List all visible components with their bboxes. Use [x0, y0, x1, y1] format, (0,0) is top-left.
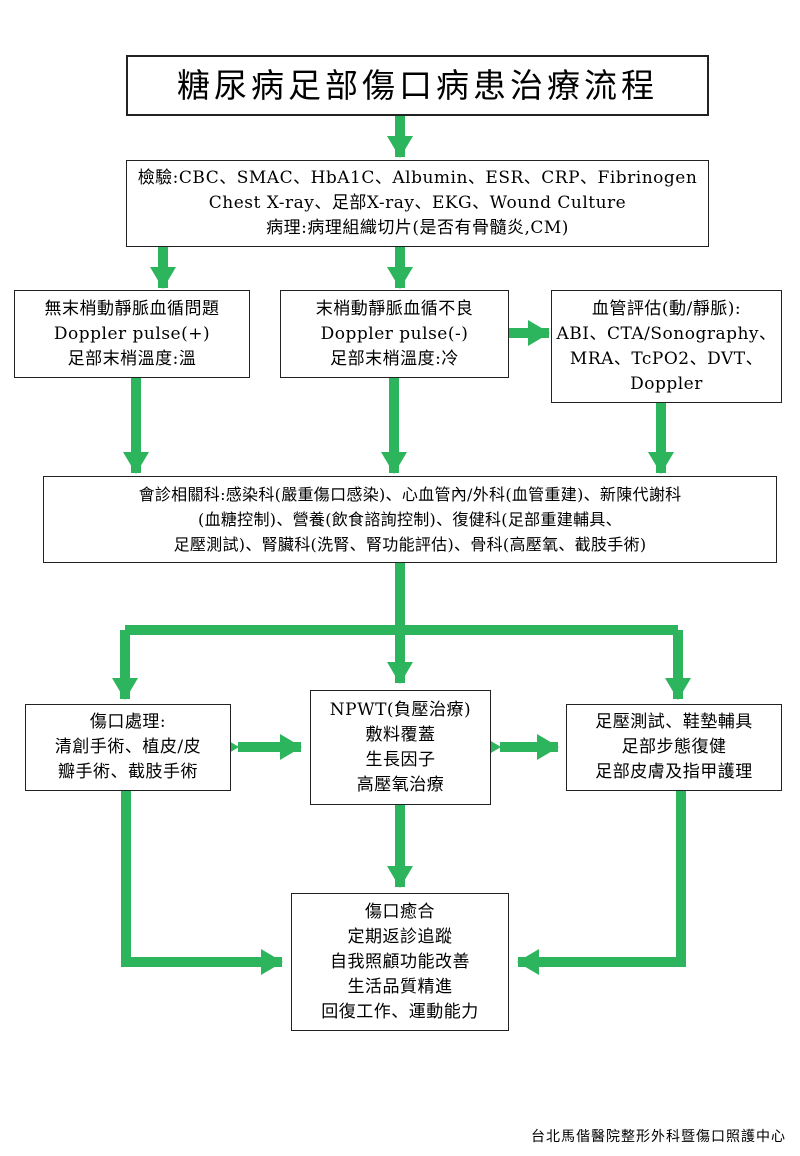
vascular-assessment-line: 血管評估(動/靜脈):: [591, 298, 742, 319]
poor-circulation-line: Doppler pulse(-): [320, 323, 469, 344]
foot-support-box: 足壓測試、鞋墊輔具 足部步態復健 足部皮膚及指甲護理: [566, 704, 782, 791]
outcome-box: 傷口癒合 定期返診追蹤 自我照顧功能改善 生活品質精進 回復工作、運動能力: [291, 893, 509, 1031]
arrow-foot-support-to-outcome: [516, 791, 686, 975]
foot-support-line: 足壓測試、鞋墊輔具: [595, 712, 753, 732]
no-circulation-issue-line: 足部末梢溫度:溫: [67, 348, 197, 369]
consult-box: 會診相關科:感染科(嚴重傷口感染)、心血管內/外科(血管重建)、新陳代謝科 (血…: [43, 476, 777, 563]
vascular-assessment-line: Doppler: [630, 373, 703, 394]
arrow-consult-branches: [125, 563, 678, 635]
npwt-line: 生長因子: [365, 749, 436, 770]
outcome-line: 定期返診追蹤: [347, 926, 453, 947]
outcome-line: 回復工作、運動能力: [321, 1001, 479, 1022]
consult-line: 會診相關科:感染科(嚴重傷口感染)、心血管內/外科(血管重建)、新陳代謝科: [138, 485, 682, 504]
no-circulation-issue-line: 無末梢動靜脈血循問題: [44, 298, 220, 319]
poor-circulation-box: 末梢動靜脈血循不良 Doppler pulse(-) 足部末梢溫度:冷: [280, 290, 509, 378]
wound-care-line: 傷口處理:: [89, 712, 167, 732]
arrow-wound-care-to-outcome: [121, 791, 284, 976]
consult-line: 足壓測試)、腎臟科(洗腎、腎功能評估)、骨科(高壓氧、截肢手術): [173, 535, 647, 554]
tests-box: 檢驗:CBC、SMAC、HbA1C、Albumin、ESR、CRP、Fibrin…: [126, 160, 709, 247]
outcome-line: 傷口癒合: [365, 901, 435, 922]
poor-circulation-line: 足部末梢溫度:冷: [330, 348, 459, 369]
tests-line: Chest X-ray、足部X-ray、EKG、Wound Culture: [208, 193, 627, 213]
vascular-assessment-line: MRA、TcPO2、DVT、: [569, 348, 764, 369]
outcome-line: 生活品質精進: [347, 976, 453, 997]
no-circulation-issue-line: Doppler pulse(+): [53, 323, 211, 344]
wound-care-box: 傷口處理: 清創手術、植皮/皮 瓣手術、截肢手術: [25, 704, 231, 791]
wound-care-line: 清創手術、植皮/皮: [54, 737, 202, 757]
npwt-line: 高壓氧治療: [356, 774, 445, 795]
title-box: 糖尿病足部傷口病患治療流程: [126, 55, 709, 116]
wound-care-line: 瓣手術、截肢手術: [58, 762, 198, 782]
consult-line: (血糖控制)、營養(飲食諮詢控制)、復健科(足部重建輔具、: [198, 510, 622, 529]
npwt-box: NPWT(負壓治療) 敷料覆蓋 生長因子 高壓氧治療: [310, 690, 491, 805]
footer-credit: 台北馬偕醫院整形外科暨傷口照護中心: [531, 1129, 786, 1145]
tests-line: 病理:病理組織切片(是否有骨髓炎,CM): [266, 218, 569, 238]
poor-circulation-line: 末梢動靜脈血循不良: [315, 298, 474, 319]
foot-support-line: 足部步態復健: [621, 737, 727, 757]
no-circulation-issue-box: 無末梢動靜脈血循問題 Doppler pulse(+) 足部末梢溫度:溫: [14, 290, 250, 378]
npwt-line: NPWT(負壓治療): [329, 699, 472, 720]
npwt-line: 敷料覆蓋: [365, 724, 436, 745]
outcome-line: 自我照顧功能改善: [330, 951, 470, 972]
vascular-assessment-box: 血管評估(動/靜脈): ABI、CTA/Sonography、 MRA、TcPO…: [551, 290, 782, 403]
tests-line: 檢驗:CBC、SMAC、HbA1C、Albumin、ESR、CRP、Fibrin…: [137, 168, 698, 188]
page-title: 糖尿病足部傷口病患治療流程: [177, 65, 658, 105]
foot-support-line: 足部皮膚及指甲護理: [595, 762, 753, 782]
vascular-assessment-line: ABI、CTA/Sonography、: [556, 323, 777, 344]
